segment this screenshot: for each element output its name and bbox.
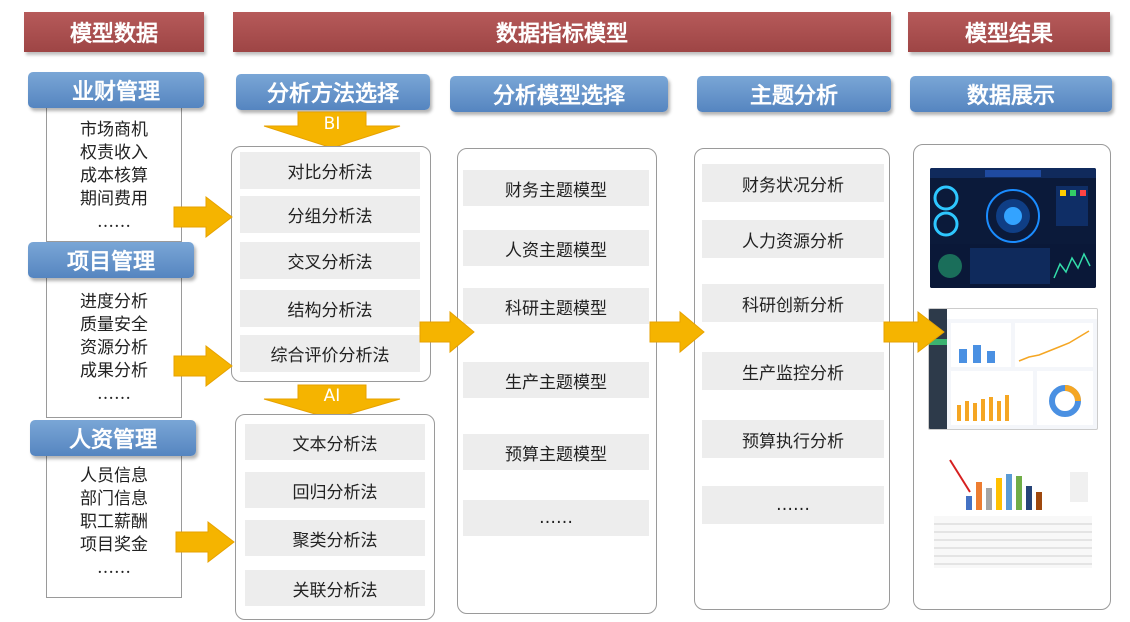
method-to-model-arrow	[419, 310, 475, 354]
hr-item: 项目奖金	[80, 535, 148, 555]
dashboard-thumbnail	[930, 168, 1096, 288]
finance-item: ……	[97, 212, 131, 232]
project-to-method-arrow	[173, 344, 233, 388]
finance-item: 市场商机	[80, 120, 148, 140]
model-item: 生产主题模型	[463, 362, 649, 398]
project-item: 质量安全	[80, 315, 148, 335]
subheader-project: 项目管理	[28, 242, 194, 278]
finance-item: 权责收入	[80, 143, 148, 163]
hr-item: ……	[97, 558, 131, 578]
project-item: 成果分析	[80, 361, 148, 381]
bi-method-item: 交叉分析法	[240, 242, 420, 279]
project-item: 资源分析	[80, 338, 148, 358]
subheader-display: 数据展示	[910, 76, 1112, 112]
hr-list: 人员信息 部门信息 职工薪酬 项目奖金 ……	[47, 465, 181, 580]
report-thumbnail	[930, 452, 1096, 570]
ai-method-item: 回归分析法	[245, 472, 425, 508]
bi-method-item: 分组分析法	[240, 196, 420, 233]
topic-item: 科研创新分析	[702, 284, 884, 322]
ai-down-arrow	[263, 384, 401, 420]
light-dashboard-image	[929, 309, 1097, 429]
header-model-result: 模型结果	[908, 12, 1110, 52]
finance-list: 市场商机 权责收入 成本核算 期间费用 ……	[47, 119, 181, 234]
model-item: 科研主题模型	[463, 288, 649, 324]
project-list: 进度分析 质量安全 资源分析 成果分析 ……	[47, 291, 181, 406]
ai-method-item: 聚类分析法	[245, 520, 425, 556]
finance-item: 期间费用	[80, 189, 148, 209]
subheader-model: 分析模型选择	[450, 76, 668, 112]
finance-to-method-arrow	[173, 195, 233, 239]
bi-method-item: 结构分析法	[240, 290, 420, 327]
project-item: 进度分析	[80, 292, 148, 312]
header-model-data: 模型数据	[24, 12, 204, 52]
topic-to-display-arrow	[883, 310, 945, 354]
bi-down-arrow	[263, 111, 401, 149]
finance-item: 成本核算	[80, 166, 148, 186]
bi-method-item: 对比分析法	[240, 152, 420, 189]
ai-method-item: 文本分析法	[245, 424, 425, 460]
bi-method-item: 综合评价分析法	[240, 335, 420, 372]
project-item: ……	[97, 384, 131, 404]
topic-item: 生产监控分析	[702, 352, 884, 390]
hr-item: 职工薪酬	[80, 512, 148, 532]
model-item: 财务主题模型	[463, 170, 649, 206]
admin-dashboard-thumbnail	[928, 308, 1098, 430]
finance-box: 市场商机 权责收入 成本核算 期间费用 ……	[46, 100, 182, 242]
bi-label: BI	[323, 114, 341, 134]
topic-item: 财务状况分析	[702, 164, 884, 202]
subheader-method: 分析方法选择	[236, 74, 430, 110]
model-to-topic-arrow	[649, 310, 705, 354]
subheader-hr: 人资管理	[30, 420, 196, 456]
hr-item: 部门信息	[80, 489, 148, 509]
model-item: ……	[463, 500, 649, 536]
project-box: 进度分析 质量安全 资源分析 成果分析 ……	[46, 270, 182, 418]
hr-to-method-arrow	[175, 520, 235, 564]
subheader-topic: 主题分析	[697, 76, 891, 112]
hr-item: 人员信息	[80, 466, 148, 486]
model-item: 人资主题模型	[463, 230, 649, 266]
dark-dashboard-image	[930, 168, 1096, 288]
ai-label: AI	[323, 386, 341, 406]
hr-box: 人员信息 部门信息 职工薪酬 项目奖金 ……	[46, 450, 182, 598]
header-indicator-model: 数据指标模型	[233, 12, 891, 52]
bar-chart-report-image	[934, 459, 1092, 568]
topic-item: 人力资源分析	[702, 220, 884, 258]
topic-item: 预算执行分析	[702, 420, 884, 458]
subheader-finance: 业财管理	[28, 72, 204, 108]
ai-method-item: 关联分析法	[245, 570, 425, 606]
model-item: 预算主题模型	[463, 434, 649, 470]
topic-item: ……	[702, 486, 884, 524]
